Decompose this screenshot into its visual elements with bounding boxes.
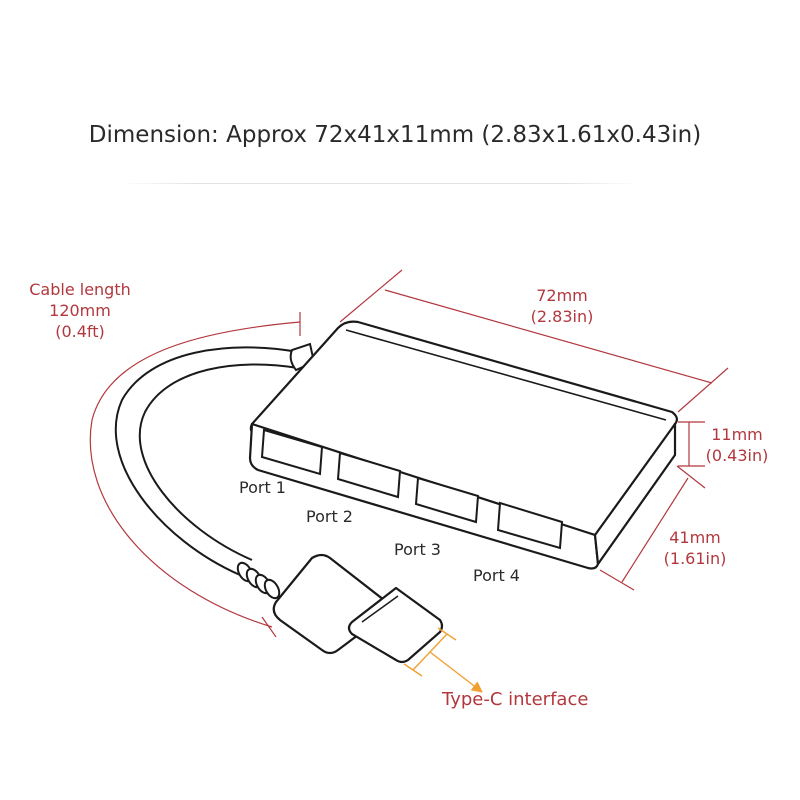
height-mm: 11mm <box>711 425 763 444</box>
width-dimension-line <box>621 477 689 583</box>
cable-length-arc <box>89 321 301 628</box>
diagram-title: Dimension: Approx 72x41x11mm (2.83x1.61x… <box>88 122 702 148</box>
length-extension-left <box>339 269 403 323</box>
interface-marker-arrow <box>429 651 483 693</box>
cable-length-ft: (0.4ft) <box>55 322 105 341</box>
width-extension-bottom <box>599 569 635 591</box>
title-divider <box>120 183 640 184</box>
hub-top-inner-edge <box>345 329 667 421</box>
cable-outer <box>114 346 299 576</box>
length-dimension-line <box>384 289 713 384</box>
usb-port-openings <box>260 428 564 550</box>
width-mm: 41mm <box>669 528 721 547</box>
width-label: 41mm (1.61in) <box>660 527 730 569</box>
port-1-opening <box>260 428 324 476</box>
width-extension-top <box>676 465 706 489</box>
cable-length-mm: 120mm <box>49 301 111 320</box>
type-c-plug-inner-edge <box>361 595 399 623</box>
type-c-interface-label: Type-C interface <box>442 689 589 710</box>
connector-strain-relief <box>236 561 281 600</box>
width-in: (1.61in) <box>663 549 727 568</box>
length-label: 72mm (2.83in) <box>522 285 602 327</box>
length-extension-right <box>677 367 729 413</box>
port-1-label: Port 1 <box>239 478 286 497</box>
height-label: 11mm (0.43in) <box>702 424 772 466</box>
port-3-opening <box>414 476 480 524</box>
port-2-label: Port 2 <box>306 507 353 526</box>
length-in: (2.83in) <box>530 307 594 326</box>
cable-length-title: Cable length <box>29 280 131 299</box>
port-3-label: Port 3 <box>394 540 441 559</box>
cable-inner <box>138 363 299 561</box>
port-4-opening <box>496 501 564 550</box>
port-4-label: Port 4 <box>473 566 520 585</box>
hub-side-face <box>593 422 677 566</box>
cable-arc-tick-bottom <box>261 616 277 638</box>
length-mm: 72mm <box>536 286 588 305</box>
type-c-plug <box>347 586 444 664</box>
cable-length-label: Cable length 120mm (0.4ft) <box>20 279 140 342</box>
port-2-opening <box>336 451 402 499</box>
height-in: (0.43in) <box>705 446 769 465</box>
